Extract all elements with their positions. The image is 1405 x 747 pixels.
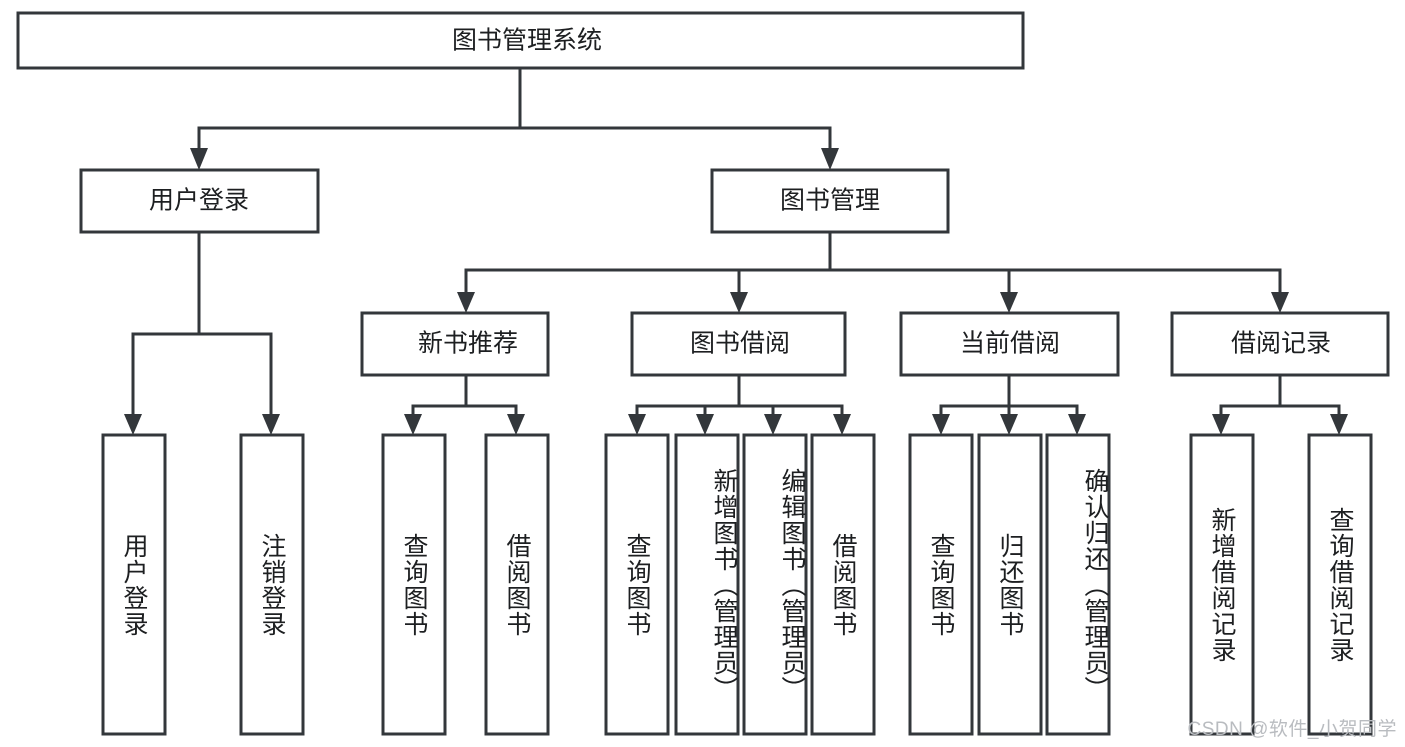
node-current-borrow-box[interactable] bbox=[899, 311, 1120, 377]
arrow-head-bookborrow-leaf-4 bbox=[833, 414, 851, 435]
arrow-head-newbook-leaf-2 bbox=[507, 414, 525, 435]
leaf-box-book-borrow-4[interactable] bbox=[810, 433, 876, 736]
leaf-box-new-book-2[interactable] bbox=[484, 433, 550, 736]
arrow-head-bookborrow-leaf-3 bbox=[764, 414, 782, 435]
node-user-login[interactable]: 用户登录 bbox=[79, 168, 320, 234]
connector-root-to-level1 bbox=[190, 66, 839, 170]
leaf-box-user-login-1[interactable] bbox=[101, 433, 167, 736]
arrow-head-userlogin-leaf-1 bbox=[124, 414, 142, 435]
connector-bookborrow-to-leaves bbox=[628, 373, 851, 435]
leaf-box-book-borrow-2[interactable] bbox=[674, 433, 740, 736]
arrow-head-book-manage bbox=[821, 148, 839, 170]
node-user-login-label: 用户登录 bbox=[149, 187, 249, 215]
leaf-box-user-login-2[interactable] bbox=[239, 433, 305, 736]
arrow-head-borrowrecord-leaf-1 bbox=[1212, 414, 1230, 435]
connector-currentborrow-to-leaves bbox=[932, 373, 1086, 435]
arrow-head-userlogin-leaf-2 bbox=[262, 414, 280, 435]
connector-userlogin-to-leaves bbox=[124, 230, 280, 435]
node-book-borrow-box[interactable] bbox=[630, 311, 847, 377]
arrow-head-current-borrow bbox=[1000, 292, 1018, 313]
arrow-head-currentborrow-leaf-2 bbox=[1000, 414, 1018, 435]
leaf-box-current-borrow-1[interactable] bbox=[908, 433, 974, 736]
connector-borrowrecord-to-leaves bbox=[1212, 373, 1348, 435]
arrow-head-currentborrow-leaf-3 bbox=[1068, 414, 1086, 435]
connector-bookmanage-to-level2 bbox=[457, 230, 1289, 313]
csdn-watermark: CSDN @软件_小贺同学 bbox=[1187, 719, 1397, 740]
node-borrow-record-box[interactable] bbox=[1170, 311, 1390, 377]
arrow-head-bookborrow-leaf-2 bbox=[696, 414, 714, 435]
node-book-borrow[interactable]: 图书借阅 bbox=[630, 311, 847, 377]
arrow-head-borrowrecord-leaf-2 bbox=[1330, 414, 1348, 435]
leaf-box-current-borrow-2[interactable] bbox=[977, 433, 1043, 736]
node-root-box[interactable] bbox=[16, 11, 1025, 70]
arrow-head-new-book bbox=[457, 292, 475, 313]
node-borrow-record[interactable]: 借阅记录 bbox=[1170, 311, 1390, 377]
leaf-box-new-book-1[interactable] bbox=[381, 433, 447, 736]
node-user-login-box[interactable] bbox=[79, 168, 320, 234]
leaf-box-book-borrow-1[interactable] bbox=[604, 433, 670, 736]
leaf-box-borrow-record-1[interactable] bbox=[1189, 433, 1255, 736]
arrow-head-currentborrow-leaf-1 bbox=[932, 414, 950, 435]
node-current-borrow-label: 当前借阅 bbox=[960, 330, 1060, 358]
node-new-book-box[interactable] bbox=[360, 311, 550, 377]
node-current-borrow[interactable]: 当前借阅 bbox=[899, 311, 1120, 377]
leaf-box-borrow-record-2[interactable] bbox=[1307, 433, 1373, 736]
node-root[interactable]: 图书管理系统 bbox=[16, 11, 1025, 70]
node-book-manage[interactable]: 图书管理 bbox=[710, 168, 950, 234]
arrow-head-user-login bbox=[190, 148, 208, 170]
arrow-head-book-borrow bbox=[730, 292, 748, 313]
leaf-box-book-borrow-3[interactable] bbox=[742, 433, 808, 736]
arrow-head-newbook-leaf-1 bbox=[404, 414, 422, 435]
connector-newbook-to-leaves bbox=[404, 373, 525, 435]
node-book-borrow-label: 图书借阅 bbox=[690, 330, 790, 358]
arrow-head-bookborrow-leaf-1 bbox=[628, 414, 646, 435]
node-new-book[interactable]: 新书推荐 bbox=[360, 311, 550, 377]
node-book-manage-box[interactable] bbox=[710, 168, 950, 234]
arrow-head-borrow-record bbox=[1271, 292, 1289, 313]
node-borrow-record-label: 借阅记录 bbox=[1231, 330, 1331, 358]
node-root-label: 图书管理系统 bbox=[452, 27, 602, 55]
leaf-box-current-borrow-3[interactable] bbox=[1045, 433, 1111, 736]
node-book-manage-label: 图书管理 bbox=[780, 187, 880, 215]
node-new-book-label: 新书推荐 bbox=[418, 330, 518, 358]
